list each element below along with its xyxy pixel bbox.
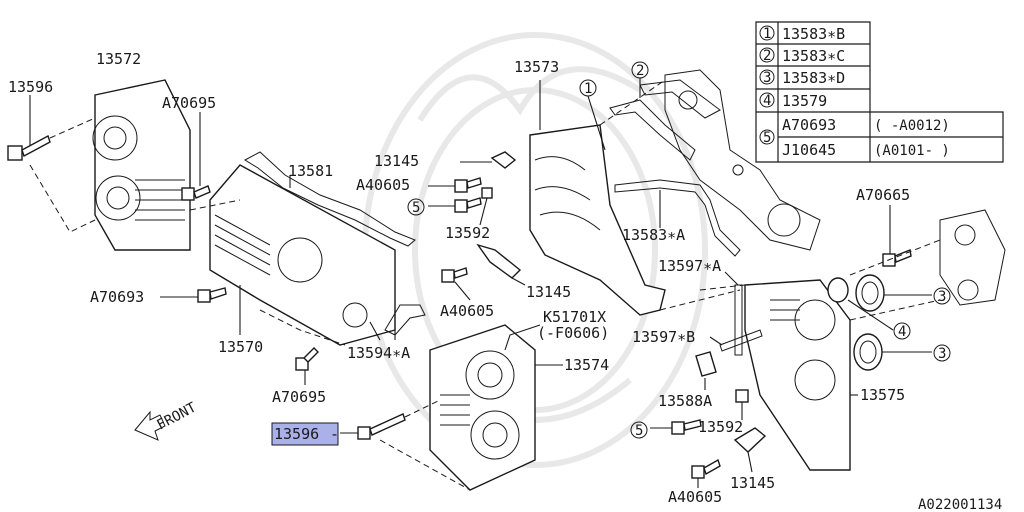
svg-text:(A0101- ): (A0101- ) xyxy=(874,143,950,159)
engine-block-top xyxy=(664,69,821,251)
label-13597A: 13597∗A xyxy=(658,257,721,275)
label-13592-left: 13592 xyxy=(445,224,490,242)
part-13145-clip-bottom[interactable] xyxy=(733,427,767,453)
part-13579-seal[interactable] xyxy=(827,277,849,303)
label-13588A: 13588A xyxy=(658,392,712,410)
part-13145-clip-mid[interactable] xyxy=(476,243,522,279)
part-A70693-bolt-right[interactable] xyxy=(671,419,702,435)
part-A70695-bolt-bottom[interactable] xyxy=(295,347,319,371)
part-13145-clip-top[interactable] xyxy=(490,151,517,169)
label-A70695-bottom: A70695 xyxy=(272,388,326,406)
callout-5-left: 5 xyxy=(407,198,425,216)
label-13594A: 13594∗A xyxy=(347,344,410,362)
legend-row-1: 1 13583∗B xyxy=(759,25,845,43)
label-A40605-low: A40605 xyxy=(440,302,494,320)
svg-text:5: 5 xyxy=(763,130,771,146)
label-13596-top: 13596 xyxy=(8,78,53,96)
part-13581-gasket[interactable] xyxy=(243,151,416,247)
label-13570: 13570 xyxy=(218,338,263,356)
svg-text:( -A0012): ( -A0012) xyxy=(874,118,950,134)
part-13575-cover[interactable] xyxy=(744,279,851,471)
label-A70665: A70665 xyxy=(856,186,910,204)
label-13573: 13573 xyxy=(514,58,559,76)
legend-table: 1 13583∗B 2 13583∗C 3 13583∗D 4 13579 5 … xyxy=(755,21,1004,163)
label-A70693: A70693 xyxy=(90,288,144,306)
callout-3-upper: 3 xyxy=(933,287,951,305)
part-13597B-strip[interactable] xyxy=(719,329,763,352)
part-13596-bolt-top[interactable] xyxy=(7,134,51,161)
svg-text:5: 5 xyxy=(635,423,643,439)
part-13592-spacer-right[interactable] xyxy=(735,389,749,403)
label-13145-bottom: 13145 xyxy=(730,474,775,492)
diagram-id: A022001134 xyxy=(918,497,1002,512)
svg-text:4: 4 xyxy=(763,93,771,109)
svg-text:13579: 13579 xyxy=(782,92,827,110)
part-A40605-bolt-bottom[interactable] xyxy=(691,458,721,479)
label-A40605-bottom: A40605 xyxy=(668,488,722,506)
label-13596-bottom-dash: - xyxy=(330,425,339,443)
legend-row-2: 2 13583∗C xyxy=(759,47,845,65)
legend-row-6: J10645 (A0101- ) xyxy=(782,141,950,159)
part-A70693-bolt-circled[interactable] xyxy=(454,197,482,213)
callout-5-right: 5 xyxy=(630,421,648,439)
svg-text:2: 2 xyxy=(763,48,771,64)
part-13583B-gasket[interactable] xyxy=(609,99,696,161)
part-A70695-bolt-top[interactable] xyxy=(181,185,211,201)
legend-row-3: 3 13583∗D xyxy=(759,69,845,87)
part-13572-cover[interactable] xyxy=(92,79,191,251)
label-13583A: 13583∗A xyxy=(622,226,685,244)
legend-row-5: 5 A70693 ( -A0012) xyxy=(759,116,950,146)
part-13583C-gasket[interactable] xyxy=(639,79,721,119)
part-13583D-seal-upper[interactable] xyxy=(855,274,885,312)
label-A70695-top: A70695 xyxy=(162,94,216,112)
label-F0606: (-F0606) xyxy=(537,324,609,342)
engine-block-right xyxy=(939,209,1006,306)
svg-text:1: 1 xyxy=(763,26,771,42)
part-A40605-bolt-low[interactable] xyxy=(441,267,468,283)
svg-text:13583∗D: 13583∗D xyxy=(782,69,845,87)
part-13574-cover[interactable] xyxy=(429,324,536,491)
label-13575: 13575 xyxy=(860,386,905,404)
label-13581: 13581 xyxy=(288,162,333,180)
svg-text:3: 3 xyxy=(938,289,946,305)
svg-text:2: 2 xyxy=(636,63,644,79)
legend-row-4: 4 13579 xyxy=(759,92,827,110)
callout-2: 2 xyxy=(631,61,649,79)
part-13570-plate[interactable] xyxy=(209,164,396,346)
part-A70693-bolt[interactable] xyxy=(197,287,227,303)
label-13574: 13574 xyxy=(564,356,609,374)
callout-4: 4 xyxy=(893,322,911,340)
label-front: FRONT xyxy=(154,399,199,433)
svg-text:13583∗C: 13583∗C xyxy=(782,47,845,65)
label-13145-mid: 13145 xyxy=(526,283,571,301)
label-13596-bottom[interactable]: 13596 xyxy=(274,425,319,443)
callout-1: 1 xyxy=(579,79,597,97)
part-A40605-bolt-mid[interactable] xyxy=(454,177,482,193)
part-13583D-seal-lower[interactable] xyxy=(853,333,883,371)
svg-text:1: 1 xyxy=(584,81,592,97)
svg-text:13583∗B: 13583∗B xyxy=(782,25,845,43)
svg-text:4: 4 xyxy=(898,324,906,340)
svg-text:J10645: J10645 xyxy=(782,141,836,159)
highlight-13596-bottom xyxy=(271,422,339,446)
label-13572: 13572 xyxy=(96,50,141,68)
front-arrow xyxy=(134,410,166,441)
label-13597B: 13597∗B xyxy=(632,328,695,346)
label-K51701X: K51701X xyxy=(543,308,606,326)
svg-text:3: 3 xyxy=(763,70,771,86)
svg-text:5: 5 xyxy=(412,200,420,216)
part-13597A-strip[interactable] xyxy=(734,284,743,356)
label-13145-top: 13145 xyxy=(374,152,419,170)
label-A40605-mid: A40605 xyxy=(356,176,410,194)
label-13592-right: 13592 xyxy=(698,418,743,436)
part-13583A-gasket[interactable] xyxy=(614,179,741,257)
svg-text:A70693: A70693 xyxy=(782,116,836,134)
callout-3-lower: 3 xyxy=(933,344,951,362)
part-13592-spacer-left[interactable] xyxy=(481,187,493,199)
svg-text:3: 3 xyxy=(938,346,946,362)
part-13596-bolt-bottom[interactable] xyxy=(357,413,406,440)
part-13588A-bolt[interactable] xyxy=(695,351,717,377)
